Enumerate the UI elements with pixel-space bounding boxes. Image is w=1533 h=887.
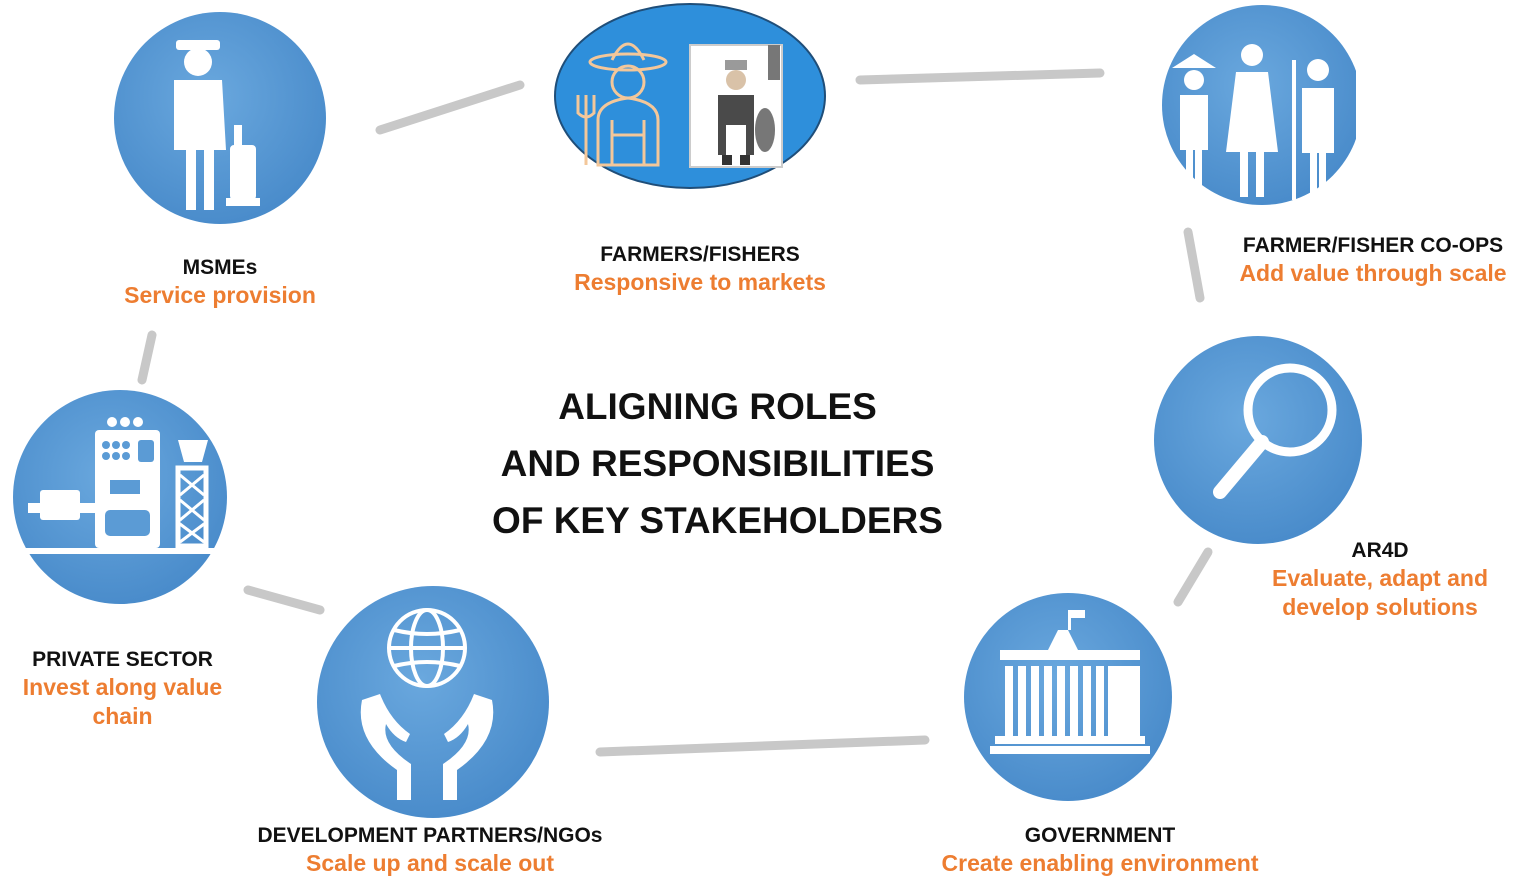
stakeholder-role: Responsive to markets	[574, 269, 826, 296]
coops-label: FARMER/FISHER CO-OPS Add value through s…	[1213, 233, 1533, 288]
title-line-2: AND RESPONSIBILITIES	[500, 443, 935, 484]
stakeholder-name: FARMERS/FISHERS	[600, 243, 800, 266]
stakeholder-role-line-1: Evaluate, adapt and	[1271, 565, 1488, 592]
stakeholder-name: MSMEs	[182, 256, 258, 279]
factory-machinery-icon	[18, 417, 218, 554]
msmes-node	[114, 12, 326, 224]
connector-devpartners-private	[243, 585, 325, 615]
private-label: PRIVATE SECTOR Invest along value chain	[0, 647, 245, 731]
community-group-icon	[1172, 44, 1334, 200]
government-label: GOVERNMENT Create enabling environment	[910, 823, 1290, 878]
magnifying-glass-icon	[1213, 363, 1337, 499]
ar4d-node	[1154, 336, 1362, 544]
coops-node	[1162, 0, 1376, 220]
devpartners-node	[317, 586, 549, 818]
stakeholder-role-line-1: Invest along value	[22, 674, 223, 701]
stakeholder-name: PRIVATE SECTOR	[32, 648, 213, 671]
government-node	[964, 593, 1172, 801]
connector-lines	[137, 68, 1213, 757]
ar4d-label: AR4D Evaluate, adapt and develop solutio…	[1230, 538, 1530, 622]
stakeholder-role: Add value through scale	[1239, 260, 1507, 287]
stakeholder-name: AR4D	[1351, 539, 1409, 562]
msmes-label: MSMEs Service provision	[80, 255, 360, 310]
connector-government-devpartners	[595, 735, 930, 757]
farmers-label: FARMERS/FISHERS Responsive to markets	[530, 242, 870, 297]
devpartners-label: DEVELOPMENT PARTNERS/NGOs Scale up and s…	[230, 823, 630, 878]
stakeholder-role: Service provision	[124, 282, 316, 309]
connector-coops-ar4d	[1183, 227, 1205, 303]
stakeholder-role-line-2: chain	[92, 703, 153, 729]
farmers-node	[554, 3, 826, 189]
stakeholder-name: FARMER/FISHER CO-OPS	[1242, 234, 1504, 257]
stakeholder-role: Scale up and scale out	[306, 850, 554, 877]
title-line-3: OF KEY STAKEHOLDERS	[492, 500, 943, 541]
title-line-1: ALIGNING ROLES	[558, 386, 877, 427]
connector-msmes-farmers	[375, 80, 525, 135]
private-node	[13, 390, 227, 604]
diagram-title: ALIGNING ROLES AND RESPONSIBILITIES OF K…	[460, 378, 975, 549]
globe-in-hands-icon	[360, 608, 494, 800]
stakeholder-role: Create enabling environment	[941, 850, 1259, 877]
connector-ar4d-government	[1173, 547, 1213, 607]
government-building-icon	[990, 610, 1150, 754]
stakeholder-name: DEVELOPMENT PARTNERS/NGOs	[257, 824, 603, 847]
stakeholder-role-line-2: develop solutions	[1282, 594, 1478, 620]
farmer-fisher-icon	[576, 42, 783, 168]
connector-private-msmes	[137, 330, 157, 385]
stakeholder-name: GOVERNMENT	[1024, 824, 1176, 847]
connector-farmers-coops	[855, 68, 1105, 85]
worker-with-pump-icon	[174, 40, 260, 210]
